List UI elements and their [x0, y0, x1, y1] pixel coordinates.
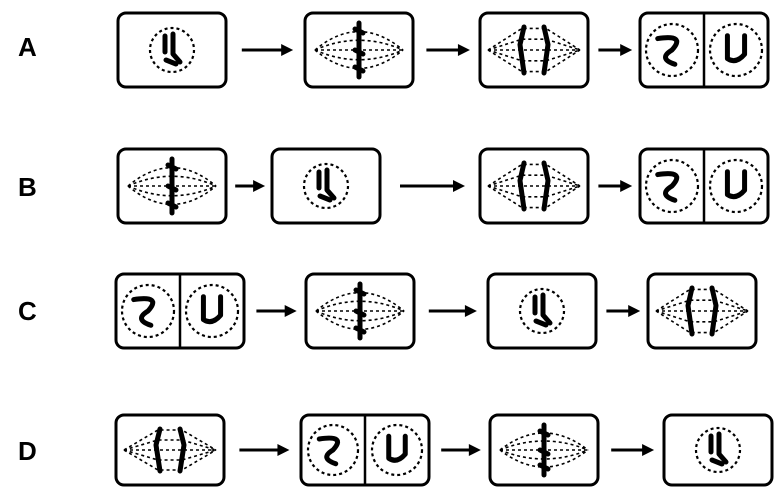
chromosome [724, 169, 748, 200]
cell-anaphase [478, 11, 590, 89]
chromosome [163, 57, 179, 67]
chromosome [170, 31, 183, 65]
daughter-nucleus-left [644, 158, 700, 214]
chromosome [655, 35, 680, 67]
daughter-nucleus-right [708, 158, 764, 214]
spindle-fiber [499, 432, 589, 451]
chromosome [537, 428, 551, 472]
daughter-nucleus-left [306, 423, 360, 477]
chromosome [324, 167, 337, 201]
cell-telophase [638, 147, 770, 225]
row-label-d: D [18, 436, 37, 466]
spindle-fiber [487, 163, 581, 187]
cell-frame [114, 413, 226, 487]
nucleus-envelope [518, 287, 566, 335]
chromosome [533, 318, 549, 328]
cell-interphase [486, 272, 598, 350]
option-row-c: C [18, 272, 758, 350]
cell-telophase [114, 272, 246, 350]
chromosome [709, 457, 725, 467]
arrow-right-icon [426, 44, 470, 56]
cell-frame [478, 147, 590, 225]
daughter-nucleus-right [370, 423, 424, 477]
chromosome [655, 171, 680, 203]
chromosome [317, 193, 333, 203]
arrow-right-icon [441, 444, 481, 456]
arrow-right-icon [598, 44, 633, 56]
chromosome [131, 296, 156, 328]
cell-metaphase [304, 272, 416, 350]
cell-anaphase [114, 413, 226, 487]
spindle-fiber [487, 27, 581, 51]
spindle-fiber [499, 449, 589, 468]
chromosome [316, 435, 341, 467]
cell-metaphase [303, 11, 415, 89]
cell-interphase [116, 11, 228, 89]
chromatid-group-right [541, 160, 551, 212]
chromosome [353, 287, 367, 335]
cell-anaphase [646, 272, 758, 350]
arrow-right-icon [239, 444, 290, 456]
cell-interphase [270, 147, 382, 225]
arrow-right-icon [428, 305, 477, 317]
chromosome [540, 292, 553, 326]
spindle-fiber [487, 185, 581, 209]
spindle-fiber [123, 449, 217, 471]
row-label-b: B [18, 172, 37, 202]
spindle-fiber [655, 310, 749, 334]
cell-telophase [638, 11, 770, 89]
daughter-nucleus-right [708, 22, 764, 78]
option-row-b: B [18, 147, 770, 225]
chromosome [352, 26, 366, 74]
chromosome [716, 431, 729, 465]
arrow-right-icon [606, 305, 641, 317]
nucleus-envelope [694, 426, 742, 474]
cell-frame [646, 272, 758, 350]
spindle-fiber [655, 288, 749, 312]
daughter-nucleus-left [644, 22, 700, 78]
chromatid-group-left [517, 160, 527, 212]
chromatid-group-right [541, 24, 551, 76]
option-row-d: D [18, 413, 774, 487]
cell-interphase [662, 413, 774, 487]
arrow-right-icon [256, 305, 297, 317]
chromosome [386, 433, 408, 463]
chromosome [724, 33, 748, 64]
nucleus-envelope [148, 26, 196, 74]
arrow-right-icon [241, 44, 294, 56]
arrow-right-icon [400, 180, 465, 192]
chromatid-group-left [153, 426, 163, 474]
chromatid-group-right [709, 285, 719, 337]
nucleus-envelope [302, 162, 350, 210]
cell-metaphase [116, 147, 228, 225]
row-label-c: C [18, 296, 37, 326]
cell-telophase [299, 413, 431, 487]
arrow-right-icon [598, 180, 633, 192]
chromosome [165, 162, 179, 210]
option-row-a: A [18, 11, 770, 89]
chromatid-group-left [517, 24, 527, 76]
cell-anaphase [478, 147, 590, 225]
cell-metaphase [488, 413, 600, 487]
row-label-a: A [18, 32, 37, 62]
arrow-right-icon [611, 444, 655, 456]
chromatid-group-right [177, 426, 187, 474]
spindle-fiber [487, 49, 581, 73]
cell-frame [478, 11, 590, 89]
arrow-right-icon [235, 180, 266, 192]
daughter-nucleus-left [120, 283, 176, 339]
chromosome [200, 294, 224, 325]
chromatid-group-left [685, 285, 695, 337]
spindle-fiber [123, 429, 217, 451]
daughter-nucleus-right [184, 283, 240, 339]
